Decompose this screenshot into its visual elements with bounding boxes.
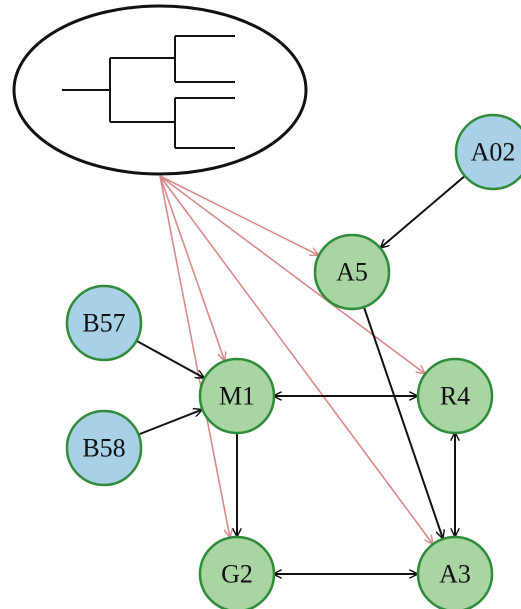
node-b57: B57 — [65, 284, 143, 362]
node-label-a02: A02 — [471, 138, 516, 167]
node-circle-m1 — [198, 357, 276, 435]
node-a3: A3 — [416, 535, 494, 609]
edge-tree-to-a5 — [159, 175, 318, 255]
node-circle-b58 — [65, 409, 143, 487]
node-label-g2: G2 — [221, 560, 253, 589]
node-circle-r4 — [416, 357, 494, 435]
tree-ellipse — [12, 4, 308, 176]
edge-b58-to-m1 — [138, 410, 202, 436]
node-label-r4: R4 — [440, 382, 470, 411]
node-a5: A5 — [313, 233, 391, 311]
node-circle-a3 — [416, 535, 494, 609]
node-r4: R4 — [416, 357, 494, 435]
node-label-b57: B57 — [82, 309, 125, 338]
edge-a02-to-a5 — [381, 175, 466, 247]
tree-source — [12, 4, 308, 176]
node-label-m1: M1 — [219, 382, 255, 411]
node-m1: M1 — [198, 357, 276, 435]
node-a02: A02 — [454, 113, 521, 191]
edge-b57-to-m1 — [135, 339, 203, 378]
edge-tree-to-g2 — [159, 175, 230, 537]
edges-layer — [135, 175, 466, 574]
node-label-a3: A3 — [439, 560, 471, 589]
node-label-b58: B58 — [82, 434, 125, 463]
edge-a5-to-a3 — [362, 306, 443, 538]
dendrogram-icon — [62, 35, 235, 149]
node-label-a5: A5 — [336, 258, 368, 287]
node-g2: G2 — [198, 535, 276, 609]
node-b58: B58 — [65, 409, 143, 487]
node-circle-b57 — [65, 284, 143, 362]
edge-tree-to-m1 — [159, 175, 224, 360]
node-circle-a5 — [313, 233, 391, 311]
node-circle-g2 — [198, 535, 276, 609]
edge-tree-to-r4 — [159, 175, 425, 373]
node-circle-a02 — [454, 113, 521, 191]
edge-tree-to-a3 — [159, 175, 432, 544]
